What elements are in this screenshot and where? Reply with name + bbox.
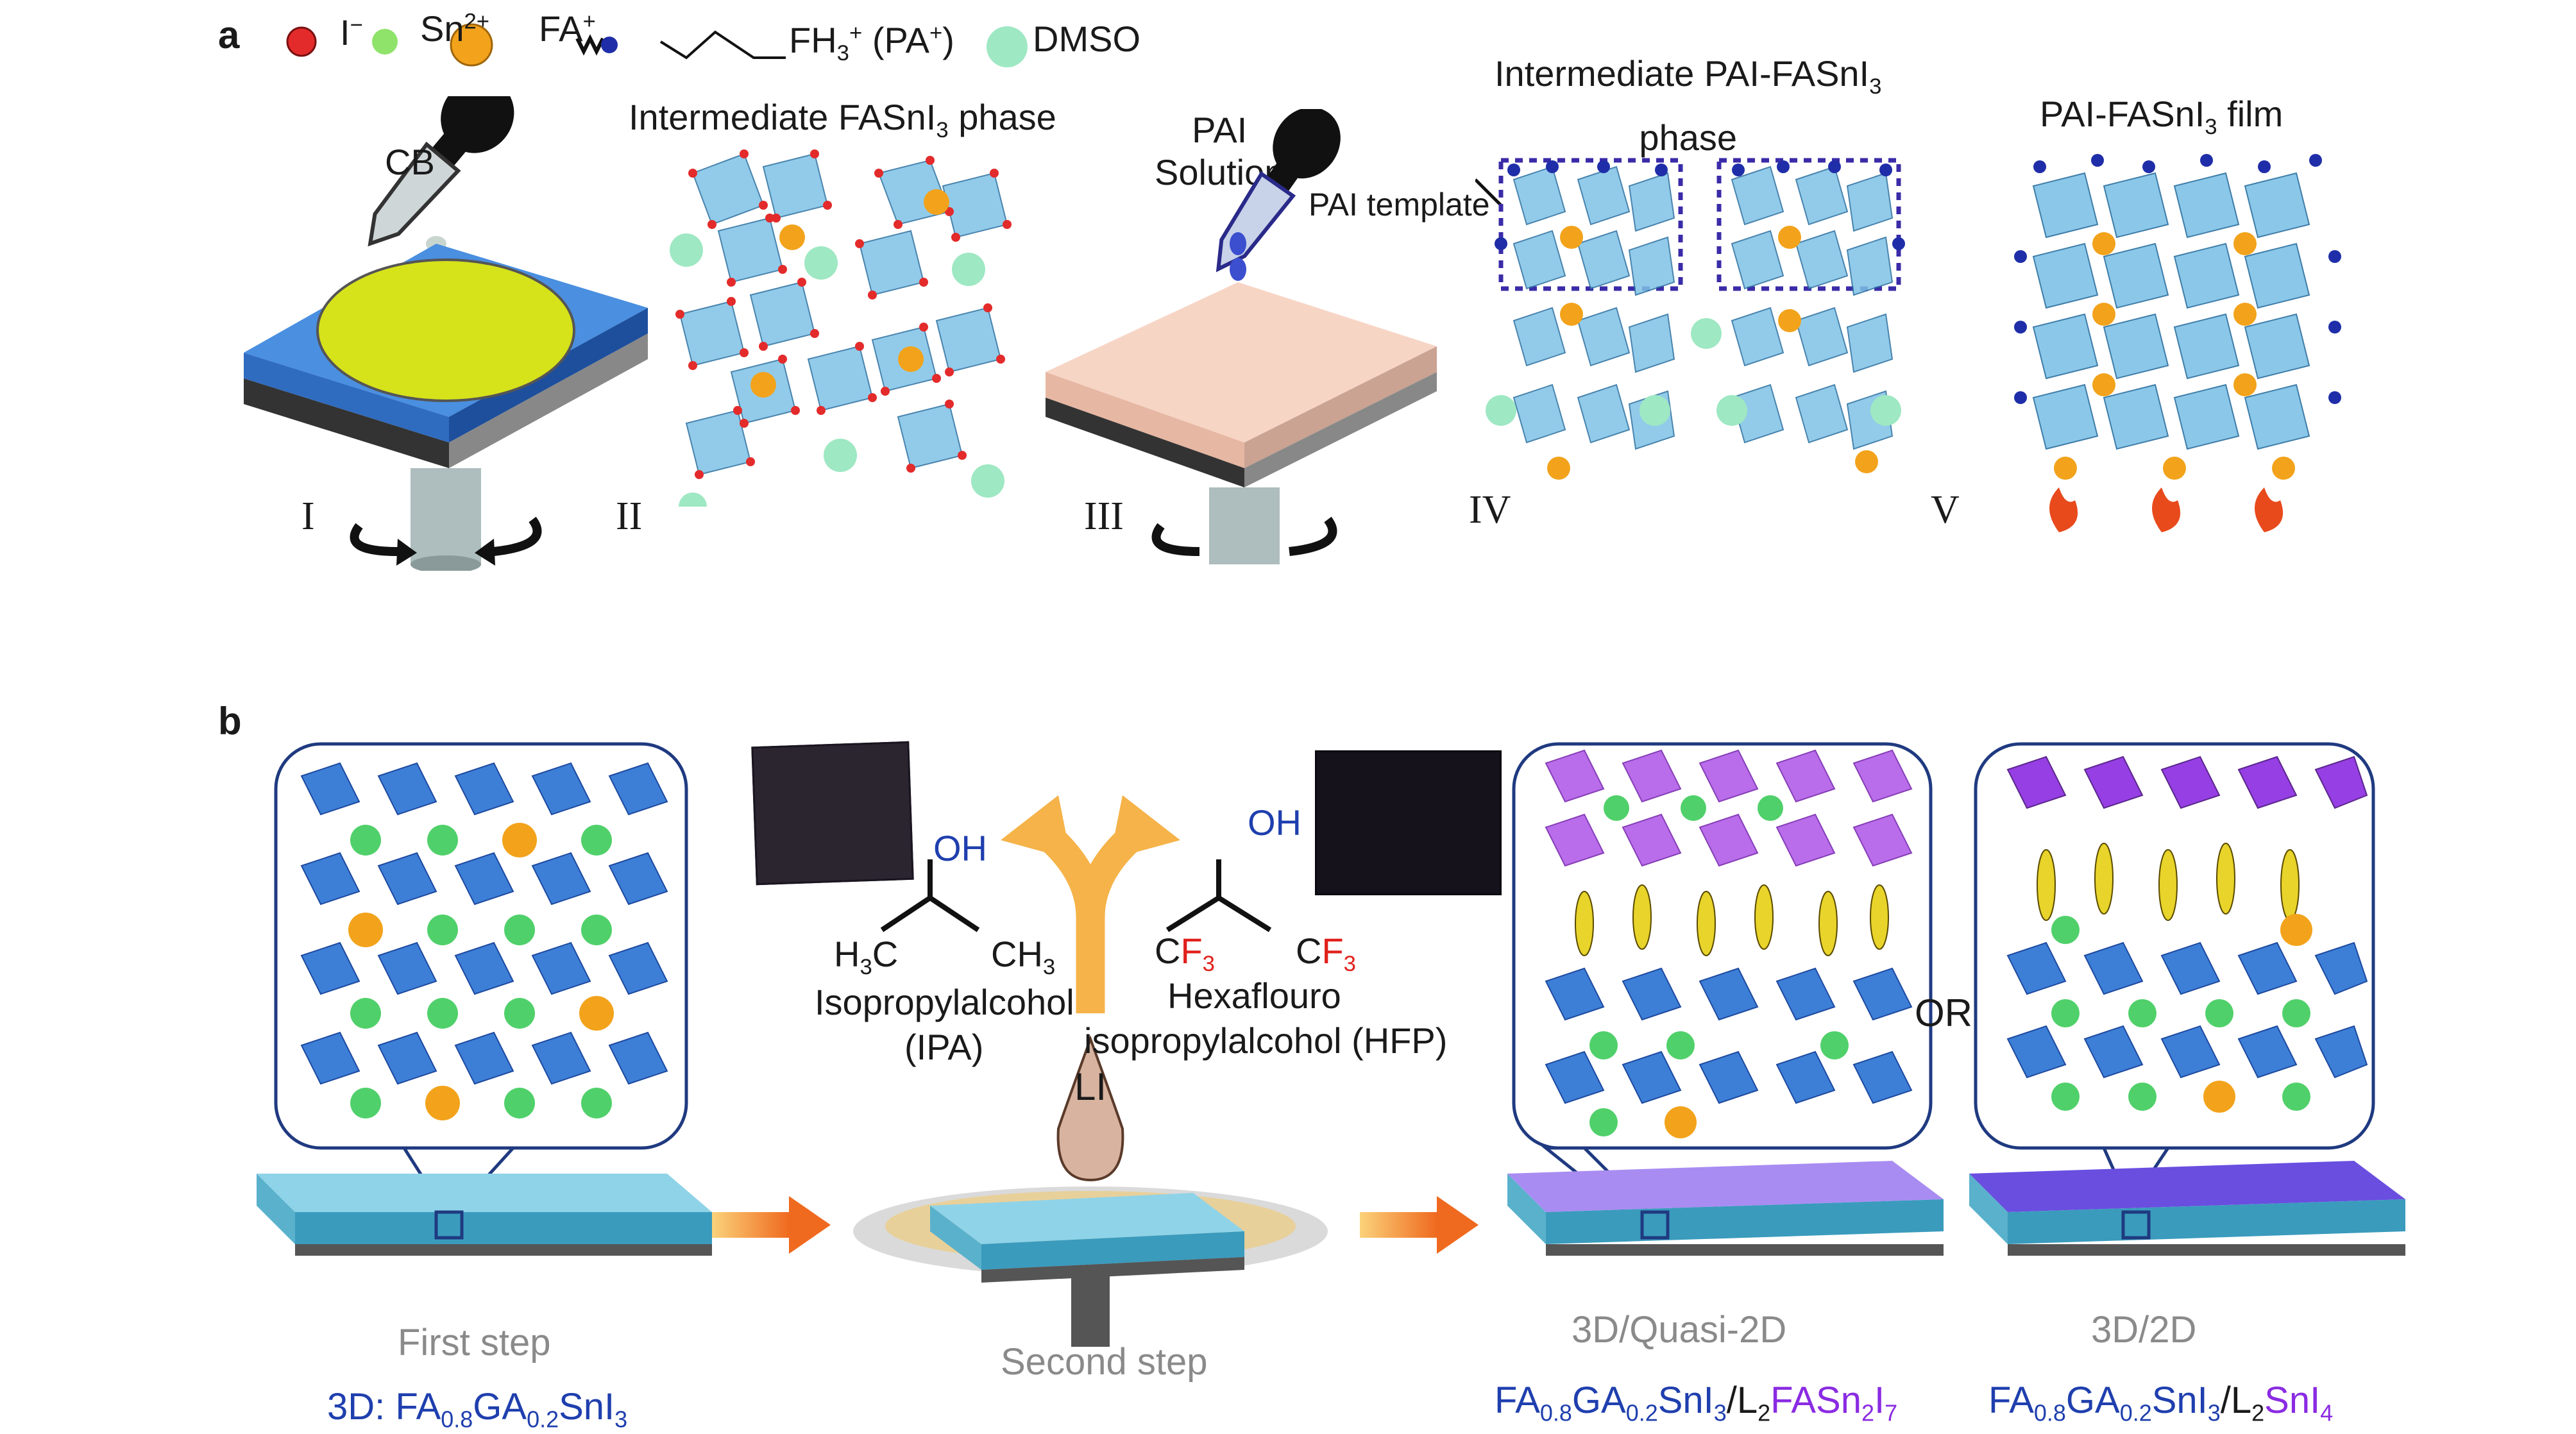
spin-coater-step-3 <box>1046 109 1437 564</box>
dmso-legend-dot <box>987 26 1028 67</box>
hfp-name-1: Hexaflouro <box>1167 975 1341 1016</box>
3d-2d-formula: FA0.8GA0.2SnI3/L2SnI4 <box>1988 1379 2334 1426</box>
first-step-3d-lattice <box>257 742 712 1256</box>
pai-film-title: PAI-FASnI3 film <box>2040 94 2284 140</box>
step-arrow-1 <box>712 1196 831 1254</box>
quasi-2d-label: 3D/Quasi-2D <box>1572 1309 1787 1351</box>
hfp-name-2: isopropylalcohol (HFP) <box>1084 1020 1448 1061</box>
3d-2d-lattice <box>1969 742 2405 1256</box>
rotation-arrow-icon <box>350 523 398 556</box>
pa-legend-head <box>601 37 618 53</box>
iodide-legend-dot <box>286 26 317 57</box>
step-V-label: V <box>1931 488 1960 532</box>
template-pointer-arrow <box>1475 178 1502 207</box>
hfp-oh: OH <box>1248 802 1301 843</box>
step-arrow-2 <box>1360 1196 1479 1254</box>
hfp-film-photo <box>1315 750 1502 895</box>
pa-legend-squiggle <box>575 34 605 56</box>
step-IV-label: IV <box>1469 488 1511 532</box>
first-step-label: First step <box>398 1322 551 1363</box>
wet-film <box>316 258 575 402</box>
panel-a-letter: a <box>218 13 240 56</box>
ipa-ch3: CH3 <box>991 934 1056 980</box>
legend-tin-label: Sn2+ <box>420 8 490 49</box>
intermediate-fasni3-title: Intermediate FASnI3 phase <box>629 97 1056 143</box>
li-label: LI <box>1074 1065 1107 1108</box>
or-label: OR <box>1915 991 1972 1034</box>
legend-iodide-label: I− <box>340 12 363 53</box>
ipa-abbr: (IPA) <box>904 1027 984 1067</box>
cb-label: CB <box>385 142 435 182</box>
step-I-label: I <box>301 494 315 538</box>
tin-legend-dot <box>372 29 398 55</box>
li-droplet-icon <box>1056 1035 1124 1182</box>
pai-film-lattice <box>2014 154 2341 532</box>
intermediate-fasni3-lattice <box>670 149 1012 507</box>
legend-dmso-label: DMSO <box>1033 19 1140 59</box>
panel-b-letter: b <box>218 700 242 743</box>
legend-pa-label: FH3+ (PA+) <box>789 20 954 66</box>
step-II-label: II <box>616 494 643 538</box>
intermediate-pai-lattice <box>1475 158 1905 480</box>
heating-flame-icons <box>2049 487 2284 532</box>
second-step-label: Second step <box>1001 1341 1208 1383</box>
ipa-name: Isopropylalcohol <box>815 982 1074 1022</box>
fa-legend-dot <box>450 23 493 67</box>
hfp-cf3-right: CF3 <box>1296 931 1356 977</box>
step-III-label: III <box>1084 494 1124 538</box>
legend-fa-label: FA+ <box>539 8 596 49</box>
ipa-oh: OH <box>933 828 987 868</box>
spin-coater-step-1 <box>244 96 648 571</box>
quasi-2d-lattice <box>1507 742 1944 1256</box>
first-step-formula: 3D: FA0.8GA0.2SnI3 <box>327 1386 628 1433</box>
3d-2d-label: 3D/2D <box>2091 1309 2197 1351</box>
pa-legend-chain <box>659 30 786 60</box>
pai-template-label: PAI template <box>1309 187 1490 223</box>
quasi-2d-formula: FA0.8GA0.2SnI3/L2FASn2I7 <box>1495 1379 1898 1426</box>
cb-dropper-icon <box>368 96 514 247</box>
ipa-h3c: H3C <box>834 934 899 980</box>
second-step-diagram <box>853 795 1328 1347</box>
hfp-cf3-left: CF3 <box>1155 931 1215 977</box>
legend-icons <box>286 23 1028 67</box>
